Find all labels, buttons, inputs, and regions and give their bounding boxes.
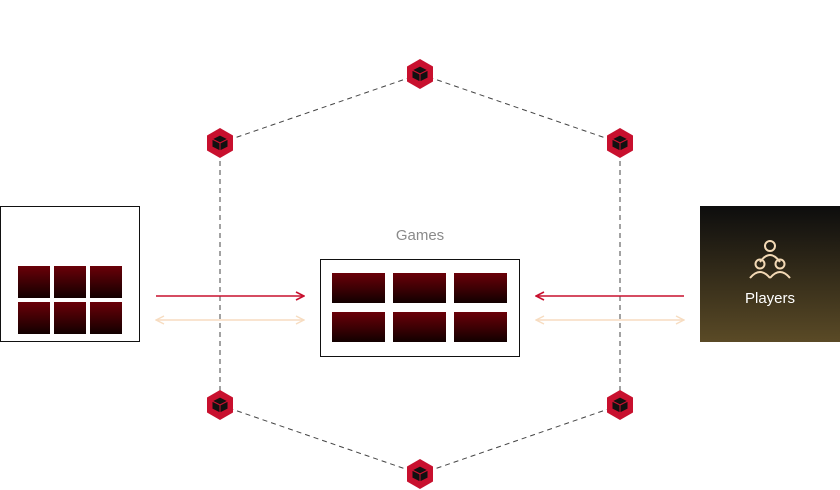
- game-tile: [393, 273, 446, 303]
- players-panel: [700, 206, 840, 342]
- game-tile: [18, 302, 50, 334]
- network-edge: [419, 73, 621, 144]
- game-tile: [332, 312, 385, 342]
- left-panel: [0, 206, 140, 342]
- games-box: [320, 259, 520, 357]
- game-tile: [90, 266, 122, 298]
- network-nodes: [207, 59, 633, 489]
- game-tile: [454, 312, 507, 342]
- network-edge: [219, 73, 421, 144]
- network-edge: [219, 404, 421, 475]
- cube-icon: [607, 390, 633, 420]
- players-label: Players: [744, 290, 796, 307]
- game-tile: [454, 273, 507, 303]
- players-group-icon: [749, 240, 791, 279]
- game-tile: [332, 273, 385, 303]
- game-tile: [54, 302, 86, 334]
- network-edge: [419, 404, 621, 475]
- game-tile: [54, 266, 86, 298]
- games-title: Games: [395, 227, 445, 244]
- game-tile: [393, 312, 446, 342]
- cube-icon: [207, 128, 233, 158]
- cube-icon: [207, 390, 233, 420]
- game-tile: [90, 302, 122, 334]
- cube-icon: [407, 59, 433, 89]
- cube-icon: [407, 459, 433, 489]
- cube-icon: [607, 128, 633, 158]
- game-tile: [18, 266, 50, 298]
- dashed-network: [219, 73, 621, 475]
